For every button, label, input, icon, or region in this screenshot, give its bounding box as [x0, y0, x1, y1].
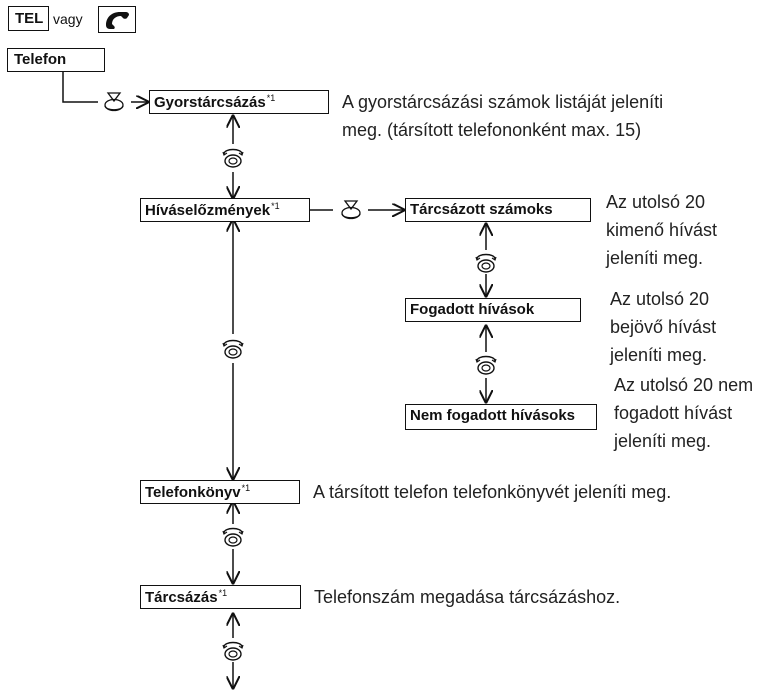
call-history-label: Híváselőzmények — [145, 202, 271, 219]
phonebook-label: Telefonkönyv — [145, 484, 241, 501]
missed-description: Az utolsó 20 nem fogadott hívást jelenít… — [614, 371, 753, 455]
received-label: Fogadott hívások — [410, 301, 535, 318]
footnote-marker: *1 — [218, 588, 228, 598]
desc-line: jeleníti meg. — [610, 345, 708, 365]
connector-root — [62, 72, 98, 103]
submenu-item-missed[interactable]: Nem fogadott hívásoks — [405, 404, 597, 430]
dialed-label: Tárcsázott számoks — [410, 201, 553, 218]
desc-line: jeleníti meg. — [606, 248, 704, 268]
phone-handset-icon — [106, 12, 129, 29]
desc-line: fogadott hívást — [614, 403, 733, 423]
knob-press-icon — [104, 92, 124, 112]
knob-rotate-icon — [222, 339, 244, 359]
menu-item-call-history[interactable]: Híváselőzmények*1 — [140, 198, 310, 222]
submenu-item-dialed[interactable]: Tárcsázott számoks — [405, 198, 591, 222]
knob-rotate-icon — [475, 253, 497, 273]
submenu-item-received[interactable]: Fogadott hívások — [405, 298, 581, 322]
tel-button[interactable]: TEL — [8, 6, 49, 31]
dialed-description: Az utolsó 20 kimenő hívást jeleníti meg. — [606, 188, 717, 272]
footnote-marker: *1 — [241, 483, 251, 493]
knob-rotate-icon — [222, 148, 244, 168]
desc-line: jeleníti meg. — [614, 431, 712, 451]
menu-root-telefon[interactable]: Telefon — [7, 48, 105, 72]
desc-line: Az utolsó 20 — [606, 192, 706, 212]
desc-line: A gyorstárcsázási számok listáját jelení… — [342, 92, 664, 112]
menu-item-phonebook[interactable]: Telefonkönyv*1 — [140, 480, 300, 504]
phone-button[interactable] — [98, 6, 136, 33]
menu-item-dial[interactable]: Tárcsázás*1 — [140, 585, 301, 609]
desc-line: Az utolsó 20 nem — [614, 375, 754, 395]
menu-item-speed-dial[interactable]: Gyorstárcsázás*1 — [149, 90, 329, 114]
dial-label: Tárcsázás — [145, 589, 218, 606]
knob-rotate-icon — [475, 355, 497, 375]
tel-button-label: TEL — [15, 10, 44, 27]
desc-line: kimenő hívást — [606, 220, 718, 240]
received-description: Az utolsó 20 bejövő hívást jeleníti meg. — [610, 285, 716, 369]
phonebook-description: A társított telefon telefonkönyvét jelen… — [313, 482, 672, 502]
footnote-marker: *1 — [266, 93, 276, 103]
or-text: vagy — [53, 11, 83, 27]
speed-dial-description: A gyorstárcsázási számok listáját jelení… — [342, 88, 663, 144]
desc-line: Az utolsó 20 — [610, 289, 710, 309]
knob-rotate-icon — [222, 527, 244, 547]
desc-line: bejövő hívást — [610, 317, 717, 337]
speed-dial-label: Gyorstárcsázás — [154, 94, 266, 111]
footnote-marker: *1 — [271, 201, 280, 211]
menu-root-label: Telefon — [14, 51, 67, 68]
dial-description: Telefonszám megadása tárcsázáshoz. — [314, 587, 621, 607]
knob-press-icon — [341, 200, 361, 220]
desc-line: meg. (társított telefononként max. 15) — [342, 120, 642, 140]
knob-rotate-icon — [222, 641, 244, 661]
missed-label: Nem fogadott hívásoks — [410, 407, 576, 424]
